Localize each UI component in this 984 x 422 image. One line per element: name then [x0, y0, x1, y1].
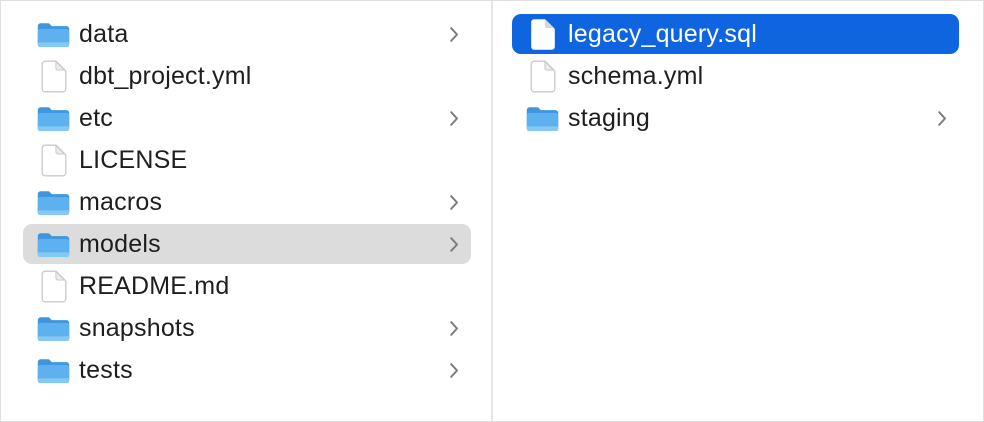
list-item-legacy-query-sql[interactable]: legacy_query.sql	[512, 14, 959, 54]
item-label: schema.yml	[568, 61, 704, 90]
chevron-right-icon	[441, 320, 459, 337]
item-label: data	[79, 19, 129, 48]
column-parent-folder: data dbt_project.yml etc LICENSE macros …	[1, 1, 493, 421]
chevron-right-icon	[441, 236, 459, 253]
item-label: README.md	[79, 271, 230, 300]
list-item-license[interactable]: LICENSE	[23, 140, 471, 180]
document-icon	[36, 269, 70, 303]
folder-icon	[36, 21, 70, 47]
list-item-staging[interactable]: staging	[512, 98, 959, 138]
list-item-schema-yml[interactable]: schema.yml	[512, 56, 959, 96]
list-item-data[interactable]: data	[23, 14, 471, 54]
list-item-models[interactable]: models	[23, 224, 471, 264]
folder-icon	[36, 105, 70, 131]
chevron-right-icon	[441, 110, 459, 127]
document-icon	[525, 18, 559, 51]
chevron-right-icon	[929, 110, 947, 127]
item-label: staging	[568, 103, 651, 132]
list-item-etc[interactable]: etc	[23, 98, 471, 138]
item-label: macros	[79, 187, 163, 216]
document-icon	[525, 59, 559, 93]
folder-icon	[36, 189, 70, 215]
list-item-tests[interactable]: tests	[23, 350, 471, 390]
item-label: models	[79, 229, 161, 258]
list-item-snapshots[interactable]: snapshots	[23, 308, 471, 348]
list-item-dbt-project-yml[interactable]: dbt_project.yml	[23, 56, 471, 96]
folder-icon	[36, 231, 70, 257]
item-label: tests	[79, 355, 133, 384]
item-label: etc	[79, 103, 113, 132]
list-item-macros[interactable]: macros	[23, 182, 471, 222]
folder-icon	[36, 315, 70, 341]
item-label: LICENSE	[79, 145, 188, 174]
document-icon	[36, 143, 70, 177]
chevron-right-icon	[441, 362, 459, 379]
chevron-right-icon	[441, 194, 459, 211]
chevron-right-icon	[441, 26, 459, 43]
item-label: dbt_project.yml	[79, 61, 252, 90]
column-models-contents: legacy_query.sql schema.yml staging	[493, 1, 983, 421]
folder-icon	[525, 105, 559, 131]
item-label: snapshots	[79, 313, 195, 342]
item-label: legacy_query.sql	[568, 19, 757, 48]
folder-icon	[36, 357, 70, 383]
document-icon	[36, 59, 70, 93]
list-item-readme-md[interactable]: README.md	[23, 266, 471, 306]
